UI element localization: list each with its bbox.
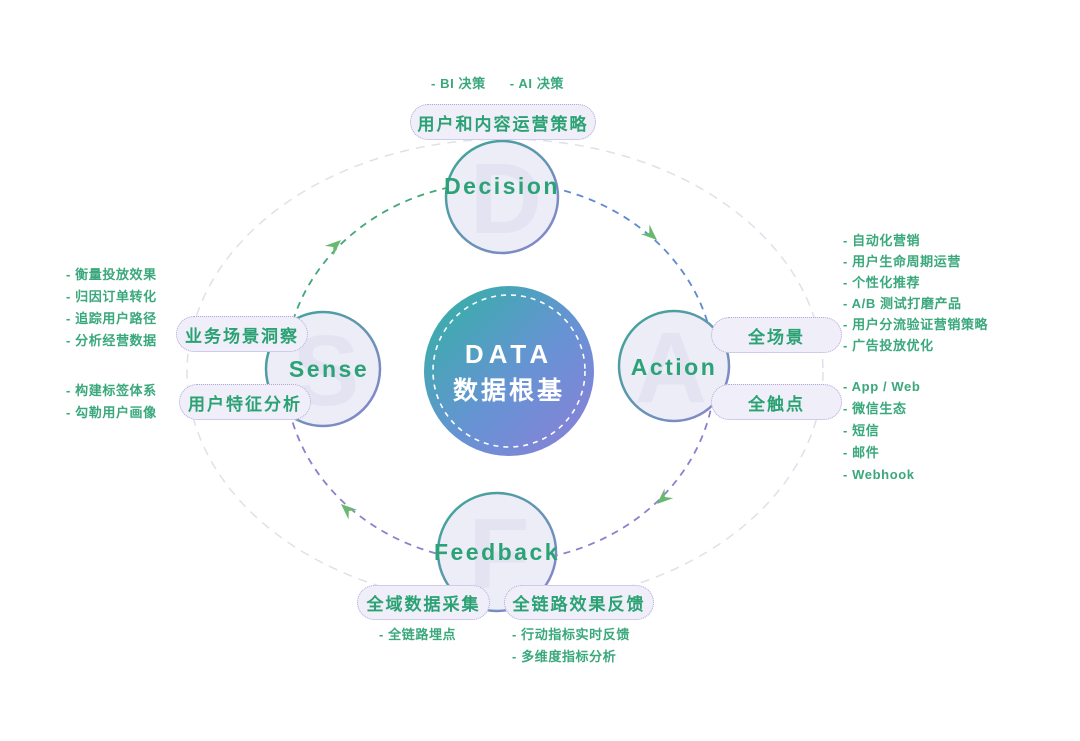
list-item: - 归因订单转化 — [66, 289, 157, 304]
list-item: - 用户分流验证营销策略 — [843, 317, 989, 332]
action-label: Action — [631, 354, 718, 380]
list-item: - 勾勒用户画像 — [66, 405, 157, 420]
pill-feedback-effect: 全链路效果反馈 — [504, 585, 654, 620]
pill-feedback-data-collect: 全域数据采集 — [357, 585, 490, 620]
list-item: - 衡量投放效果 — [66, 267, 157, 282]
list-item: - 个性化推荐 — [843, 275, 921, 290]
feedback-effect-bullet-list: - 行动指标实时反馈 - 多维度指标分析 — [512, 624, 630, 668]
list-item: - 邮件 — [843, 445, 880, 460]
sense-user-bullet-list: - 构建标签体系 - 勾勒用户画像 — [66, 380, 157, 424]
action-watermark-letter: A — [635, 312, 707, 424]
feedback-collect-bullet-list: - 全链路埋点 — [379, 624, 456, 646]
decision-bullet-list: - BI 决策 - AI 决策 — [431, 73, 564, 94]
decision-watermark-letter: D — [470, 143, 542, 255]
sense-label: Sense — [289, 356, 369, 382]
action-touchpoint-bullet-list: - App / Web - 微信生态 - 短信 - 邮件 - Webhook — [843, 376, 920, 486]
list-item: - 用户生命周期运营 — [843, 254, 961, 269]
list-item: - AI 决策 — [509, 76, 565, 91]
list-item: - 构建标签体系 — [66, 383, 157, 398]
list-item: - Webhook — [843, 467, 915, 482]
list-item: - A/B 测试打磨产品 — [843, 296, 962, 311]
list-item: - 全链路埋点 — [379, 627, 457, 642]
arrowhead-top-right — [640, 224, 657, 240]
arrowhead-bottom-left — [341, 504, 358, 520]
action-scene-bullet-list: - 自动化营销 - 用户生命周期运营 - 个性化推荐 - A/B 测试打磨产品 - 用户… — [843, 230, 988, 356]
list-item: - 短信 — [843, 423, 880, 438]
center-data-circle: DATA 数据根基 — [424, 286, 594, 456]
list-item: - 分析经营数据 — [66, 333, 157, 348]
pill-decision-strategy: 用户和内容运营策略 — [410, 104, 596, 140]
list-item: - 广告投放优化 — [843, 338, 934, 353]
sense-business-bullet-list: - 衡量投放效果 - 归因订单转化 - 追踪用户路径 - 分析经营数据 — [66, 264, 157, 352]
node-action: A Action — [617, 309, 731, 424]
node-decision: D Decision — [444, 139, 560, 255]
list-item: - 追踪用户路径 — [66, 311, 157, 326]
decision-label: Decision — [444, 173, 560, 199]
center-subtitle: 数据根基 — [453, 377, 565, 405]
list-item: - 多维度指标分析 — [512, 649, 617, 664]
pill-action-all-scene: 全场景 — [711, 317, 842, 353]
list-item: - 行动指标实时反馈 — [512, 627, 630, 642]
arrowhead-bottom-right — [657, 488, 674, 504]
feedback-label: Feedback — [434, 539, 560, 565]
center-inner-dashed-ring — [432, 294, 586, 448]
pill-sense-business-insight: 业务场景洞察 — [176, 316, 308, 352]
list-item: - App / Web — [843, 379, 921, 394]
center-title: DATA — [465, 339, 553, 369]
node-feedback: F Feedback — [434, 491, 560, 613]
list-item: - 微信生态 — [843, 401, 907, 416]
list-item: - 自动化营销 — [843, 233, 921, 248]
pill-action-all-touchpoint: 全触点 — [711, 384, 842, 420]
arc-action-to-feedback — [499, 371, 716, 563]
list-item: - BI 决策 — [431, 76, 486, 91]
arrowhead-top-left — [324, 240, 341, 256]
pill-sense-user-analysis: 用户特征分析 — [179, 384, 311, 420]
